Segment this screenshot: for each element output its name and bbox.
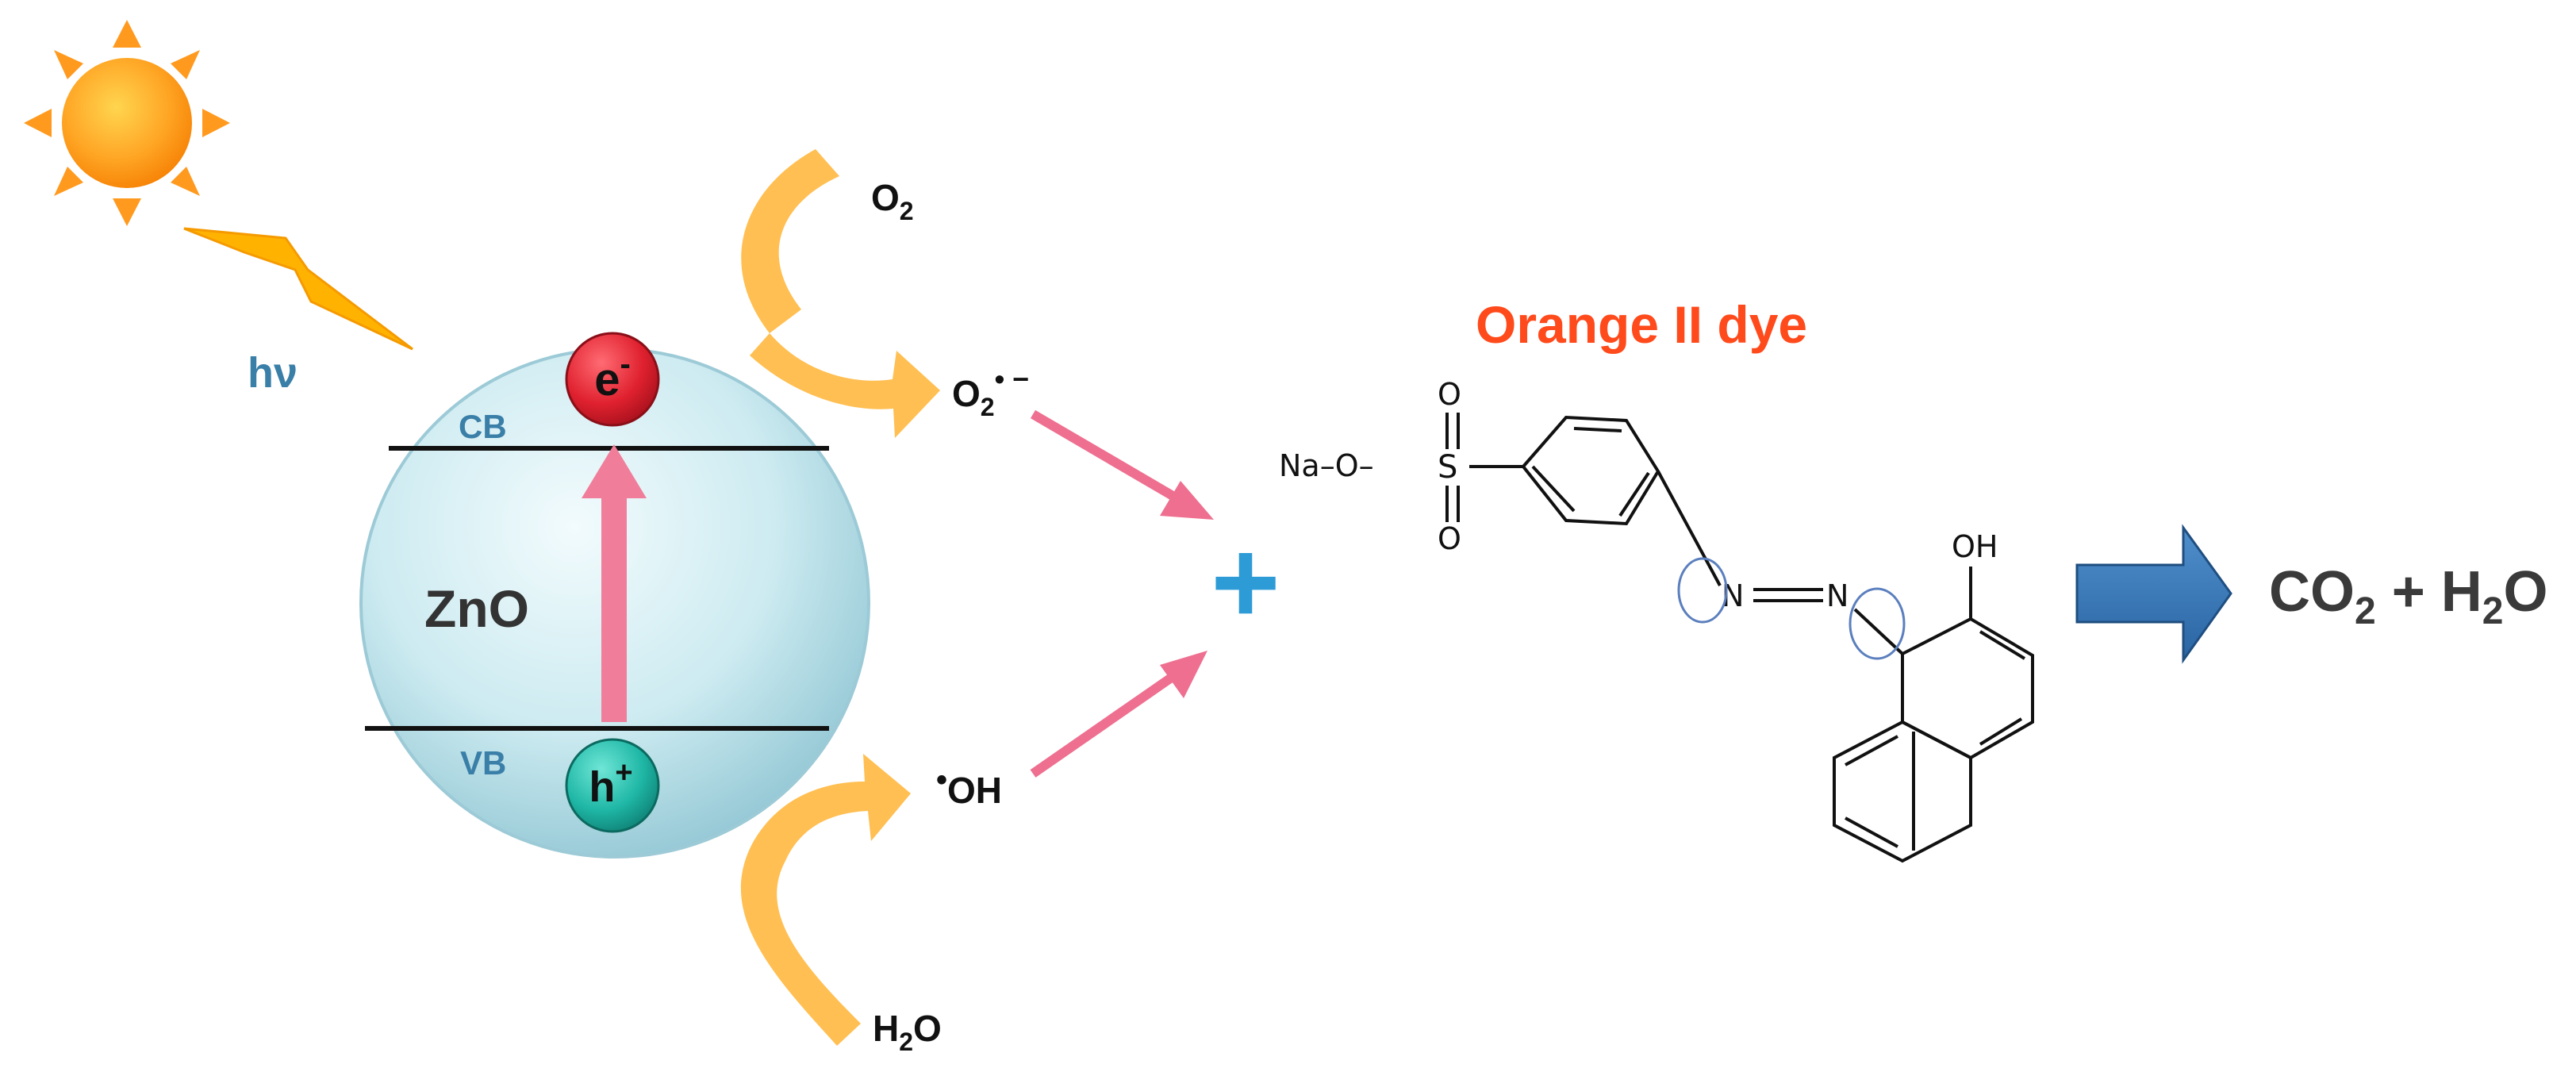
plus-sign: + <box>1211 515 1280 648</box>
azo-nitrogen-2: N <box>1826 578 1849 613</box>
hole-label: h+ <box>589 756 632 811</box>
sulfonyl-oxygen-top: O <box>1438 377 1461 412</box>
sun-icon <box>24 20 230 226</box>
water-curved-arrow <box>740 754 911 1046</box>
bond-cleavage-circle-1 <box>1677 557 1728 624</box>
excitation-arrow <box>582 444 647 722</box>
superoxide-label: O2• − <box>952 363 1029 421</box>
superoxide-to-dye-arrow <box>1030 409 1214 520</box>
sun-rays <box>24 20 230 226</box>
lightning-bolt-icon <box>183 227 413 351</box>
hole-ball <box>565 738 660 833</box>
sodium-atom: Na–O– <box>1279 448 1374 483</box>
oxygen-label: O2 <box>871 177 914 225</box>
sulfonyl-oxygen-bottom: O <box>1438 521 1461 556</box>
structure-bonds <box>1445 413 2034 863</box>
photon-label: hν <box>248 349 298 397</box>
sun-disc <box>62 58 192 188</box>
bond-cleavage-circle-2 <box>1849 587 1906 660</box>
water-label: H2O <box>873 1008 942 1056</box>
oxygen-curved-arrow <box>741 149 940 438</box>
products-label: CO2 + H2O <box>2269 560 2547 632</box>
hydroxyl-to-dye-arrow <box>1030 651 1207 778</box>
orange-ii-structure: Na–O– S O O <box>1279 377 2034 863</box>
valence-band-label: VB <box>460 744 506 782</box>
electron-label: e- <box>594 347 631 405</box>
electron-ball <box>565 332 660 427</box>
hydroxyl-group: OH <box>1952 529 1998 564</box>
sulfur-atom: S <box>1438 449 1457 486</box>
hydroxyl-label: •OH <box>936 763 1002 811</box>
conduction-band-label: CB <box>459 408 507 445</box>
particle-label: ZnO <box>424 579 529 638</box>
product-arrow <box>2075 524 2232 664</box>
dye-title: Orange II dye <box>1476 295 1807 354</box>
